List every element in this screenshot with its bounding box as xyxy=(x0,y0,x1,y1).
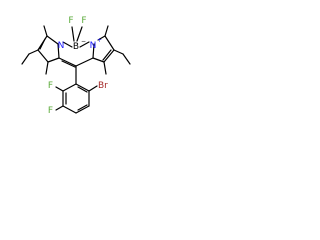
atom-label-n-left: N xyxy=(58,41,65,51)
molecule-diagram: F F B − N N + Br F F xyxy=(0,0,152,152)
bond xyxy=(103,49,115,63)
bond xyxy=(62,41,73,48)
atom-label-bromine: Br xyxy=(98,81,108,91)
bond xyxy=(104,25,109,37)
bond xyxy=(57,43,60,59)
atom-label-f-left: F xyxy=(68,16,73,26)
bond xyxy=(55,86,64,92)
bond xyxy=(58,57,77,67)
bond xyxy=(62,105,77,114)
bond xyxy=(92,43,95,59)
bonds xyxy=(21,25,131,114)
structure-svg: F F B − N N + Br F F xyxy=(21,16,131,116)
bond-double xyxy=(39,38,46,50)
bond xyxy=(46,35,59,45)
bond xyxy=(47,57,60,63)
atom-charge-n-right: + xyxy=(97,37,102,44)
bond xyxy=(76,26,83,42)
bond xyxy=(88,85,98,92)
bond xyxy=(113,49,124,55)
bond-double xyxy=(77,104,88,111)
bond xyxy=(28,49,39,55)
bond-double xyxy=(77,86,88,93)
bond xyxy=(21,53,30,65)
bond xyxy=(43,25,48,37)
atom-label-f-right: F xyxy=(81,16,86,26)
bond xyxy=(97,35,106,41)
bond xyxy=(122,53,131,65)
atom-label-n-right: N xyxy=(90,41,97,51)
bond xyxy=(71,26,75,42)
bond xyxy=(55,105,64,111)
atom-label-f-ring-lower: F xyxy=(48,106,53,116)
bond xyxy=(104,35,115,51)
atom-labels: F F B − N N + Br F F xyxy=(48,16,108,116)
atom-label-boron: B xyxy=(73,42,79,52)
bond xyxy=(75,57,94,67)
atom-label-f-ring-upper: F xyxy=(48,81,53,91)
bond-double xyxy=(61,60,76,68)
bond xyxy=(45,61,49,75)
bond xyxy=(62,83,77,92)
bond xyxy=(103,61,107,75)
bond xyxy=(37,49,49,63)
bond-double xyxy=(102,49,112,61)
bond xyxy=(75,83,90,92)
atom-charge-boron: − xyxy=(81,38,86,45)
bond xyxy=(79,41,90,48)
bond xyxy=(92,57,105,63)
bond xyxy=(75,105,90,114)
